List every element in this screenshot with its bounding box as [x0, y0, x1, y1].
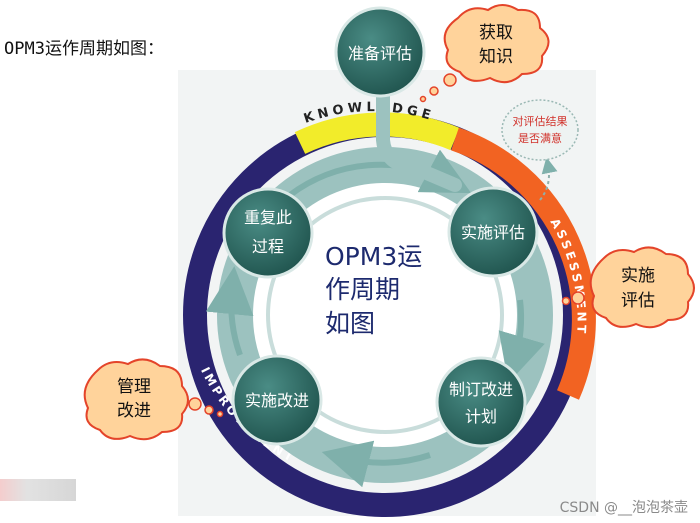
svg-text:如图: 如图 — [325, 309, 375, 338]
track-arrow-bottom — [321, 440, 431, 488]
svg-text:管理: 管理 — [117, 377, 151, 397]
node-repeat-process: 重复此 过程 — [222, 187, 314, 279]
svg-text:获取: 获取 — [479, 23, 513, 43]
svg-text:实施: 实施 — [621, 266, 655, 286]
watermark: CSDN @__泡泡茶壶 — [559, 500, 688, 516]
svg-text:计划: 计划 — [465, 407, 497, 426]
svg-text:评估: 评估 — [621, 291, 655, 311]
process-track-inner-edge — [266, 196, 504, 434]
node-prepare-assessment: 准备评估 — [334, 6, 426, 98]
svg-text:对评估结果: 对评估结果 — [513, 114, 568, 128]
svg-text:过程: 过程 — [252, 237, 284, 256]
intro-text: OPM3运作周期如图： — [4, 39, 164, 59]
svg-text:OPM3运: OPM3运 — [325, 242, 422, 271]
callout-acquire-knowledge: 获取 知识 — [419, 4, 550, 103]
svg-text:制订改进: 制订改进 — [449, 380, 513, 399]
svg-text:准备评估: 准备评估 — [348, 44, 412, 63]
callout-implement-assessment: 实施 评估 — [561, 246, 695, 329]
svg-text:重复此: 重复此 — [244, 208, 292, 227]
node-implement-improvement: 实施改进 — [231, 354, 323, 446]
satisfaction-arrow — [539, 157, 558, 201]
blurred-logo — [0, 479, 76, 501]
track-arrow-right — [498, 299, 545, 384]
center-title: OPM3运 作周期 如图 — [325, 242, 422, 338]
svg-text:实施评估: 实施评估 — [461, 223, 525, 242]
assessment-ring-segment — [451, 127, 596, 400]
svg-text:作周期: 作周期 — [325, 275, 400, 304]
track-arrow-left — [205, 266, 254, 357]
svg-text:是否满意: 是否满意 — [518, 131, 562, 145]
callout-manage-improvement: 管理 改进 — [83, 358, 224, 441]
prepare-connector — [376, 88, 462, 192]
node-plan-improvement: 制订改进 计划 — [435, 356, 527, 448]
svg-text:实施改进: 实施改进 — [245, 391, 309, 410]
node-implement-assessment: 实施评估 — [447, 186, 539, 278]
svg-text:改进: 改进 — [117, 401, 151, 421]
svg-text:知识: 知识 — [479, 47, 513, 67]
satisfaction-bubble: 对评估结果 是否满意 — [501, 99, 579, 161]
